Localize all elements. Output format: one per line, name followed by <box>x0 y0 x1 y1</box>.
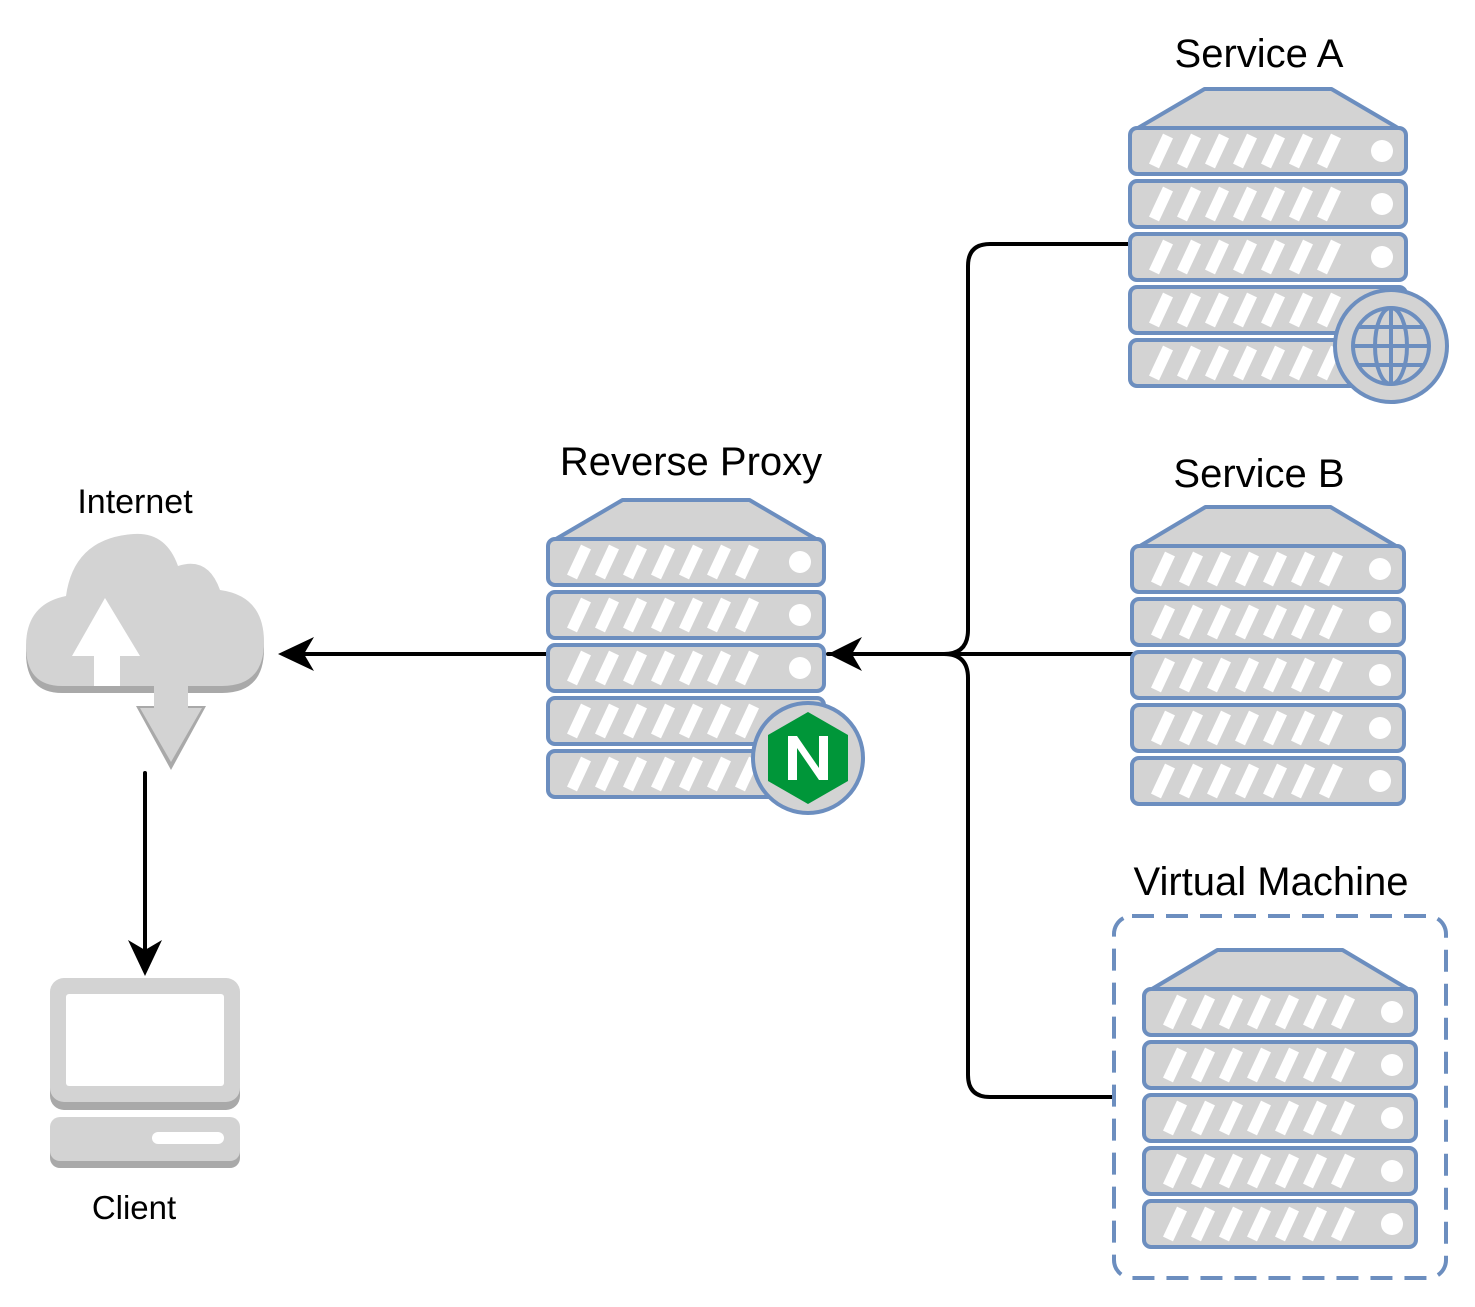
rack-unit <box>1130 544 1406 594</box>
rack-unit <box>1128 179 1408 229</box>
virtual-machine-node: Virtual Machine <box>1112 860 1448 1280</box>
rack-unit <box>1130 597 1406 647</box>
rack-top-cap <box>1138 505 1398 548</box>
internet-node: Internet <box>26 483 264 770</box>
rack-unit <box>546 643 826 693</box>
globe-icon <box>1333 288 1449 404</box>
rack-unit <box>546 696 826 746</box>
service-a-node: Service A <box>1128 32 1449 404</box>
internet-label: Internet <box>77 483 193 521</box>
rack-unit <box>1128 285 1408 335</box>
edge-virtual-machine-to-proxy <box>942 652 1116 1099</box>
rack-unit <box>546 537 826 587</box>
rack-unit <box>1130 703 1406 753</box>
rack-unit <box>1142 1093 1418 1143</box>
client-label: Client <box>92 1189 176 1226</box>
rack-unit <box>1130 756 1406 806</box>
virtual-machine-label: Virtual Machine <box>1134 860 1409 904</box>
service-a-label: Service A <box>1175 32 1344 76</box>
rack-unit <box>1128 126 1408 176</box>
rack-top-cap <box>1136 87 1400 130</box>
arrowhead-into-proxy <box>828 637 862 671</box>
rack-unit <box>1128 232 1408 282</box>
rack-unit <box>1142 1146 1418 1196</box>
rack-unit <box>546 590 826 640</box>
edges <box>128 242 1134 1099</box>
service-b-label: Service B <box>1173 452 1344 496</box>
rack-unit <box>1142 1199 1418 1249</box>
rack-top-cap <box>554 498 818 541</box>
service-b-node: Service B <box>1130 452 1406 806</box>
cloud-upload-download-icon <box>26 533 264 770</box>
virtual-machine-container <box>1112 914 1448 1280</box>
client-node: Client <box>50 978 240 1226</box>
nginx-logo-icon <box>751 701 865 815</box>
edge-service-a-to-proxy <box>826 242 1132 656</box>
arrowhead-into-internet <box>278 637 314 671</box>
service-b-server-rack-icon <box>1130 505 1406 806</box>
rack-unit <box>1142 1040 1418 1090</box>
arrowhead-into-client <box>128 940 162 976</box>
desktop-computer-icon <box>50 978 240 1168</box>
reverse-proxy-label: Reverse Proxy <box>560 440 822 484</box>
rack-unit <box>1130 650 1406 700</box>
rack-unit <box>1142 987 1418 1037</box>
reverse-proxy-server-rack-icon <box>546 498 826 799</box>
reverse-proxy-node: Reverse Proxy <box>546 440 865 815</box>
virtual-machine-server-rack-icon <box>1142 948 1418 1249</box>
rack-top-cap <box>1150 948 1410 991</box>
